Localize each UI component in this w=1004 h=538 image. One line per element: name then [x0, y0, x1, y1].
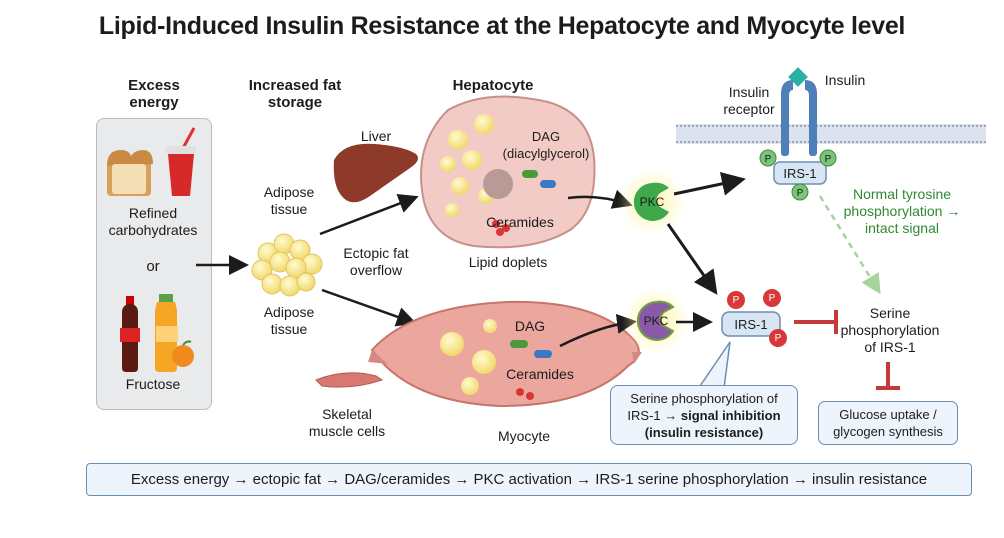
callout-pointer: [699, 341, 731, 389]
phospho-label: P: [824, 154, 832, 165]
label-refined-carbohydrates: Refined carbohydrates: [108, 205, 198, 238]
callout-signal-inhibition: Serine phosphorylation of IRS-1 → signal…: [610, 385, 798, 445]
label-irs1-top: IRS-1: [783, 166, 817, 181]
phospho-label: P: [764, 154, 772, 165]
callout-line1: Serine phosphorylation of: [630, 391, 778, 406]
callout-line3: (insulin resistance): [644, 425, 764, 440]
arrow-pkc-to-irs-bottom: [666, 223, 718, 295]
page-title: Lipid-Induced Insulin Resistance at the …: [98, 12, 906, 40]
juice-bottle-icon: [155, 294, 178, 372]
myocyte-cell: [368, 300, 642, 408]
arrow-adipose-to-liver: [319, 194, 419, 236]
arrow-pkc-to-irs-top: [673, 171, 746, 196]
glucose-uptake-box: Glucose uptake / glycogen synthesis: [818, 401, 958, 445]
label-pkc-top: PKC: [639, 195, 665, 209]
phospho-label: P: [774, 333, 782, 344]
callout-line2-bold: signal inhibition: [680, 408, 781, 423]
insulin-receptor-icon: [781, 80, 817, 156]
label-adipose-bottom: Adipose tissue: [263, 304, 315, 337]
phospho-red-icon: [763, 289, 781, 307]
adipose-cluster-icon: [251, 233, 323, 297]
cell-membrane: [676, 124, 986, 144]
callout-line2-plain: IRS-1 →: [627, 408, 678, 423]
label-adipose-top: Adipose tissue: [263, 184, 315, 217]
cola-bottle-icon: [120, 296, 140, 372]
label-liver: Liver: [360, 128, 392, 144]
header-hepatocyte: Hepatocyte: [452, 77, 534, 94]
label-or: or: [146, 258, 160, 275]
label-myocyte: Myocyte: [497, 428, 551, 444]
phospho-label: P: [796, 188, 804, 199]
arrow-adipose-to-muscle: [321, 288, 417, 327]
label-lipid-droplets: Lipid doplets: [468, 254, 548, 270]
phospho-red-icon: [769, 329, 787, 347]
label-insulin: Insulin: [824, 72, 866, 88]
phospho-label: P: [732, 295, 740, 306]
pkc-top-icon: [633, 182, 669, 221]
label-skeletal-muscle: Skeletal muscle cells: [308, 406, 386, 439]
liver-icon: [333, 143, 418, 203]
ceramide-capsule-icon: [540, 180, 556, 188]
header-excess-energy: Excess energy: [128, 77, 180, 111]
header-increased-fat-storage: Increased fat storage: [248, 77, 342, 111]
label-normal-phosphorylation: Normal tyrosine phosphorylation → intact…: [843, 186, 961, 236]
label-insulin-receptor: Insulin receptor: [723, 84, 775, 117]
label-serine-phosphorylation: Serine phosphorylation of IRS-1: [840, 305, 940, 355]
irs1-bottom-box: [721, 311, 781, 337]
phospho-green-icon: [819, 149, 837, 167]
phospho-red-icon: [727, 291, 745, 309]
soda-cup-icon: [166, 127, 196, 196]
phospho-green-icon: [791, 183, 809, 201]
pkc-bottom-icon: [636, 300, 675, 341]
arrow-normal-signal: [818, 195, 881, 295]
label-irs1-bottom: IRS-1: [734, 317, 768, 332]
label-fructose: Fructose: [125, 376, 181, 392]
label-ectopic-fat-overflow: Ectopic fat overflow: [343, 245, 409, 278]
label-myocyte-ceramides: Ceramides: [506, 366, 574, 382]
callout-line2: IRS-1 → signal inhibition: [611, 407, 797, 424]
phospho-label: P: [768, 293, 776, 304]
skeletal-muscle-icon: [315, 372, 384, 388]
summary-bar: Excess energy → ectopic fat → DAG/cerami…: [86, 463, 972, 496]
hepatocyte-cell: [420, 95, 596, 249]
dag-capsule-icon: [522, 170, 538, 178]
label-hepatocyte-ceramides: Ceramides: [486, 214, 554, 230]
label-myocyte-dag: DAG: [514, 318, 546, 334]
bread-icon: [107, 150, 153, 196]
orange-icon: [172, 340, 194, 367]
label-pkc-bottom: PKC: [643, 314, 669, 328]
phospho-green-icon: [759, 149, 777, 167]
label-hepatocyte-dag: DAG (diacylglycerol): [502, 129, 590, 161]
